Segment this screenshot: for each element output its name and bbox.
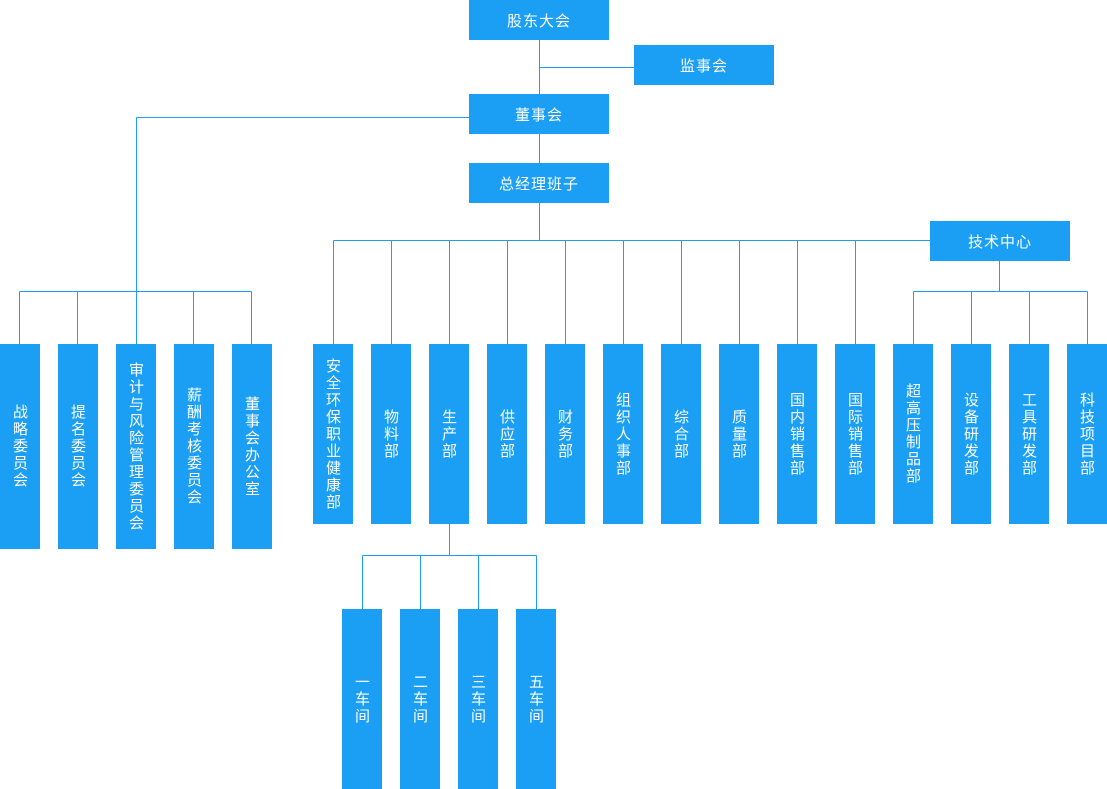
gm-team-box: 总经理班子 [469,163,609,203]
dept-production: 生产部 [429,344,469,524]
workshop-1: 一车间 [342,609,382,789]
dept-international-sales: 国际销售部 [835,344,875,524]
board-office: 董事会办公室 [232,344,272,549]
tech-dept-tooling-rd: 工具研发部 [1009,344,1049,524]
shareholders-box: 股东大会 [469,0,609,40]
committee-compensation: 薪酬考核委员会 [174,344,214,549]
supervisors-box: 监事会 [634,45,774,85]
board-box: 董事会 [469,94,609,134]
dept-finance: 财务部 [545,344,585,524]
dept-materials: 物料部 [371,344,411,524]
tech-dept-equipment-rd: 设备研发部 [951,344,991,524]
committee-strategy: 战略委员会 [0,344,40,549]
committee-nomination: 提名委员会 [58,344,98,549]
dept-quality: 质量部 [719,344,759,524]
dept-safety-env-health: 安全环保职业健康部 [313,344,353,524]
dept-supply: 供应部 [487,344,527,524]
dept-domestic-sales: 国内销售部 [777,344,817,524]
committee-audit-risk: 审计与风险管理委员会 [116,344,156,549]
workshop-3: 三车间 [458,609,498,789]
workshop-2: 二车间 [400,609,440,789]
workshop-5: 五车间 [516,609,556,789]
dept-general: 综合部 [661,344,701,524]
tech-dept-uhp-products: 超高压制品部 [893,344,933,524]
tech-dept-projects: 科技项目部 [1067,344,1107,524]
tech-center-box: 技术中心 [930,221,1070,261]
dept-hr: 组织人事部 [603,344,643,524]
